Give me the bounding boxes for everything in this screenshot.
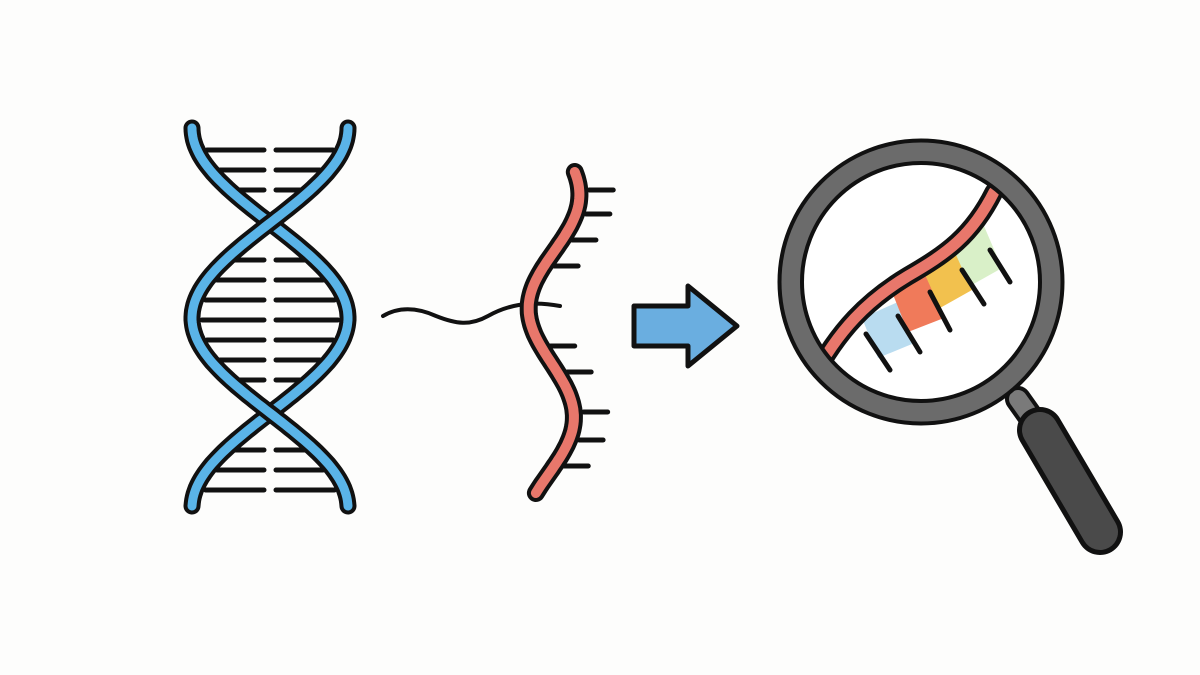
magnified-base-tick <box>927 289 953 333</box>
rna-strand <box>519 163 589 502</box>
magnified-base-tick <box>959 267 987 307</box>
right-arrow-icon <box>631 283 740 369</box>
strand-fill <box>187 123 353 511</box>
helix-strand-back <box>183 119 357 515</box>
helix-base-pairs <box>199 147 341 493</box>
magnifier-handle <box>1005 386 1123 555</box>
magnified-rna <box>803 182 1013 390</box>
lens-rim-inner <box>800 161 1042 403</box>
helix-strand-front <box>183 119 357 515</box>
double-helix-icon <box>183 119 357 515</box>
magnified-base-tick <box>895 313 923 355</box>
strand-fill <box>806 186 1000 386</box>
strand-fill <box>523 167 585 498</box>
lens-rim-fill <box>781 142 1061 422</box>
strand-fill <box>187 123 353 511</box>
magnified-base-tick <box>863 331 893 373</box>
magnified-base-tick <box>987 247 1013 285</box>
rna-bases <box>548 187 616 469</box>
single-strand-rna-icon <box>519 163 616 502</box>
magnifying-glass-icon <box>777 138 1123 555</box>
lens-rim <box>777 138 1065 426</box>
